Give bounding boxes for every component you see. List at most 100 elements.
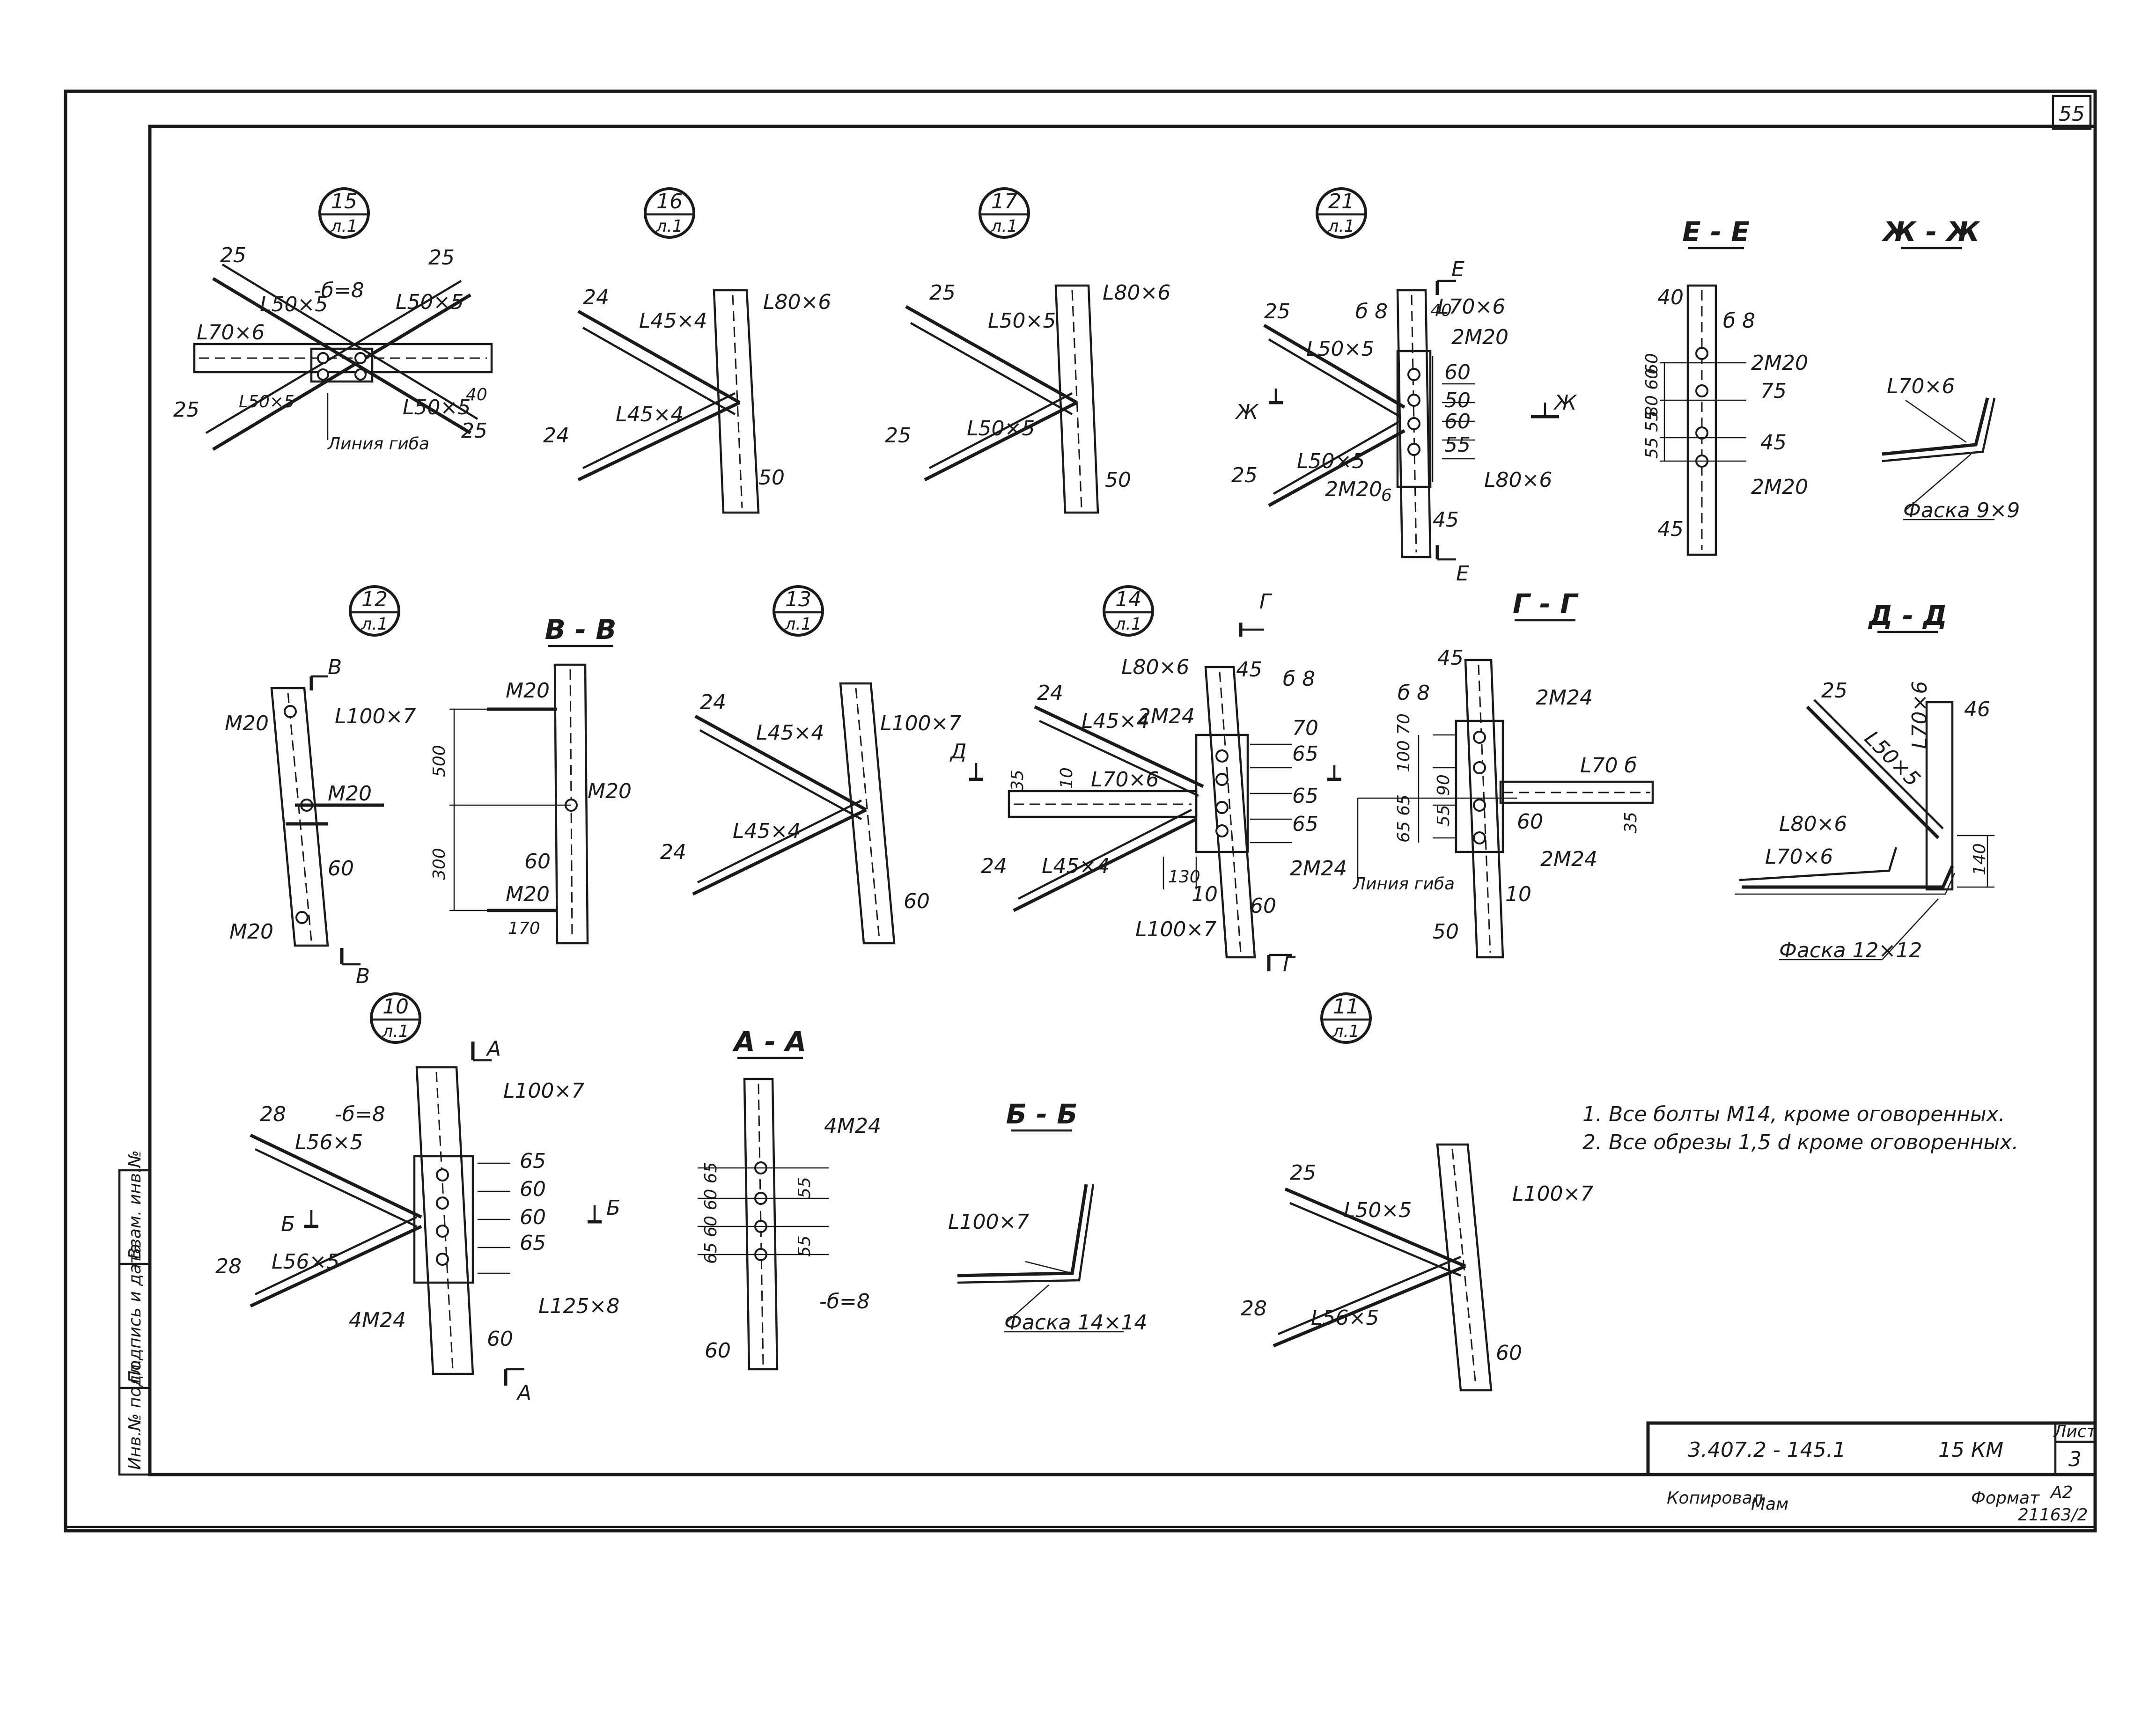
svg-text:60: 60 <box>1496 1341 1522 1365</box>
svg-text:10: 10 <box>383 995 409 1019</box>
node-11: 11 л.1 25 L50×5 L100×7 28 L56×5 60 <box>1241 992 1593 1392</box>
svg-text:-б=8: -б=8 <box>335 1102 385 1126</box>
svg-text:л.1: л.1 <box>1327 217 1354 236</box>
svg-text:L70 б: L70 б <box>1580 754 1637 778</box>
title-block: 3.407.2 - 145.1 15 КМ Лист 3 <box>1646 1421 2097 1476</box>
svg-text:2М20: 2М20 <box>1751 351 1808 375</box>
svg-text:L50×5: L50×5 <box>1297 449 1365 473</box>
svg-text:л.1: л.1 <box>1332 1022 1359 1041</box>
svg-text:М20: М20 <box>229 920 273 944</box>
svg-text:60: 60 <box>1517 810 1543 834</box>
node-16: 16 л.1 24 L45×4 L80×6 24 L45×4 50 <box>543 187 831 514</box>
svg-text:М20: М20 <box>225 712 269 735</box>
node-21-marker: 21 л.1 <box>1316 187 1367 239</box>
svg-text:л.1: л.1 <box>382 1022 409 1041</box>
svg-text:L100×7: L100×7 <box>880 712 961 735</box>
svg-text:Фаска 14×14: Фаска 14×14 <box>1004 1311 1147 1335</box>
svg-text:L50×5: L50×5 <box>1306 337 1374 361</box>
node-11-marker: 11 л.1 <box>1320 992 1372 1044</box>
section-v-v: В - В М20 500 М20 300 60 М20 170 <box>430 614 632 945</box>
svg-text:Фаска 12×12: Фаска 12×12 <box>1779 939 1922 962</box>
svg-text:2М20: 2М20 <box>1325 477 1382 501</box>
svg-text:Фаска 9×9: Фаска 9×9 <box>1903 499 2020 522</box>
svg-text:б 8: б 8 <box>1355 300 1388 323</box>
svg-text:2М24: 2М24 <box>1540 847 1597 871</box>
svg-text:б 8: б 8 <box>1723 309 1755 333</box>
sheet-label: Лист <box>2053 1422 2097 1441</box>
page-number: 55 <box>2059 102 2085 126</box>
svg-text:11: 11 <box>1333 995 1359 1019</box>
svg-text:25: 25 <box>929 281 956 305</box>
svg-text:46: 46 <box>1964 697 1990 721</box>
doc-section: 15 КМ <box>1938 1438 2003 1462</box>
svg-text:L50×5: L50×5 <box>967 417 1035 440</box>
svg-text:л.1: л.1 <box>990 217 1017 236</box>
svg-text:10: 10 <box>1192 882 1218 906</box>
svg-text:45: 45 <box>1433 508 1459 532</box>
svg-text:L50×5: L50×5 <box>1344 1198 1412 1222</box>
svg-text:-б=8: -б=8 <box>314 279 364 302</box>
svg-text:55 55: 55 55 <box>1642 411 1662 459</box>
svg-text:L45×4: L45×4 <box>733 819 801 843</box>
sheet-no: 3 <box>2068 1447 2082 1471</box>
svg-text:2М20: 2М20 <box>1751 475 1808 499</box>
svg-text:L45×4: L45×4 <box>639 309 707 333</box>
svg-text:2М20: 2М20 <box>1451 325 1508 349</box>
svg-text:24: 24 <box>660 840 686 864</box>
svg-text:L70×6: L70×6 <box>1437 295 1505 319</box>
svg-text:L80×6: L80×6 <box>763 290 831 314</box>
svg-text:12: 12 <box>361 587 388 611</box>
stamp-inv-no: Инв.№ подл. <box>125 1359 145 1470</box>
svg-text:65 65: 65 65 <box>1394 794 1413 843</box>
svg-text:16: 16 <box>656 190 683 213</box>
svg-text:60: 60 <box>1250 894 1276 918</box>
svg-text:24: 24 <box>1037 681 1063 705</box>
svg-text:L100×7: L100×7 <box>948 1210 1029 1234</box>
svg-text:L70×6: L70×6 <box>1091 768 1159 792</box>
svg-text:10: 10 <box>1057 767 1076 789</box>
svg-text:65 60 60 65: 65 60 60 65 <box>701 1162 721 1264</box>
format-label: Формат <box>1971 1489 2040 1508</box>
node-10: 10 л.1 А L100×7 28 -б=8 L56×5 65 60 Б 60… <box>215 992 620 1405</box>
node-10-marker: 10 л.1 <box>370 992 421 1044</box>
svg-text:М20: М20 <box>506 679 550 703</box>
node-14-marker: 14 л.1 <box>1103 585 1154 637</box>
svg-text:Е: Е <box>1451 257 1464 281</box>
svg-text:25: 25 <box>1264 300 1290 323</box>
svg-text:L45×4: L45×4 <box>1082 709 1149 733</box>
svg-text:60: 60 <box>904 889 930 913</box>
node-14: 14 л.1 Г L80×6 45 б 8 24 L45×4 2М24 70 6… <box>949 585 1347 976</box>
section-d-d: Д - Д 25 L50×5 L70×6 46 L80×6 L70×6 140 … <box>1735 600 1994 962</box>
svg-text:300: 300 <box>430 848 449 880</box>
svg-text:L100×7: L100×7 <box>1135 917 1216 941</box>
section-zh-zh-title: Ж - Ж <box>1881 216 1980 248</box>
svg-text:24: 24 <box>700 690 726 714</box>
svg-text:65: 65 <box>1292 812 1318 836</box>
svg-text:60: 60 <box>705 1339 731 1363</box>
svg-text:В: В <box>328 655 342 679</box>
svg-text:25: 25 <box>1821 679 1847 703</box>
svg-text:24: 24 <box>981 854 1007 878</box>
svg-text:L100×7: L100×7 <box>503 1079 584 1103</box>
svg-text:л.1: л.1 <box>784 615 811 634</box>
svg-text:140: 140 <box>1970 843 1989 875</box>
svg-text:А: А <box>516 1381 531 1405</box>
svg-text:170: 170 <box>508 919 540 938</box>
section-e-e-title: Е - Е <box>1682 216 1750 248</box>
svg-text:40: 40 <box>466 385 487 404</box>
svg-text:17: 17 <box>991 190 1017 213</box>
svg-text:L100×7: L100×7 <box>1512 1182 1593 1206</box>
svg-text:100 70: 100 70 <box>1394 713 1413 772</box>
svg-text:L56×5: L56×5 <box>295 1130 363 1154</box>
svg-text:4М24: 4М24 <box>824 1114 881 1138</box>
svg-text:L50×5: L50×5 <box>239 392 294 411</box>
svg-text:М20: М20 <box>588 779 632 803</box>
svg-text:65: 65 <box>1292 742 1318 766</box>
section-zh-zh: Ж - Ж L70×6 Фаска 9×9 <box>1881 216 2020 522</box>
svg-text:55: 55 <box>1444 433 1471 457</box>
node-17: 17 л.1 25 L50×5 L80×6 25 L50×5 50 <box>885 187 1170 514</box>
svg-text:10: 10 <box>1505 882 1531 906</box>
node-15: 15 л.1 25 -б=8 25 L50×5 L50×5 L70×6 25 L… <box>173 187 493 454</box>
svg-text:60: 60 <box>1642 353 1662 374</box>
node-13-marker: 13 л.1 <box>773 585 824 637</box>
